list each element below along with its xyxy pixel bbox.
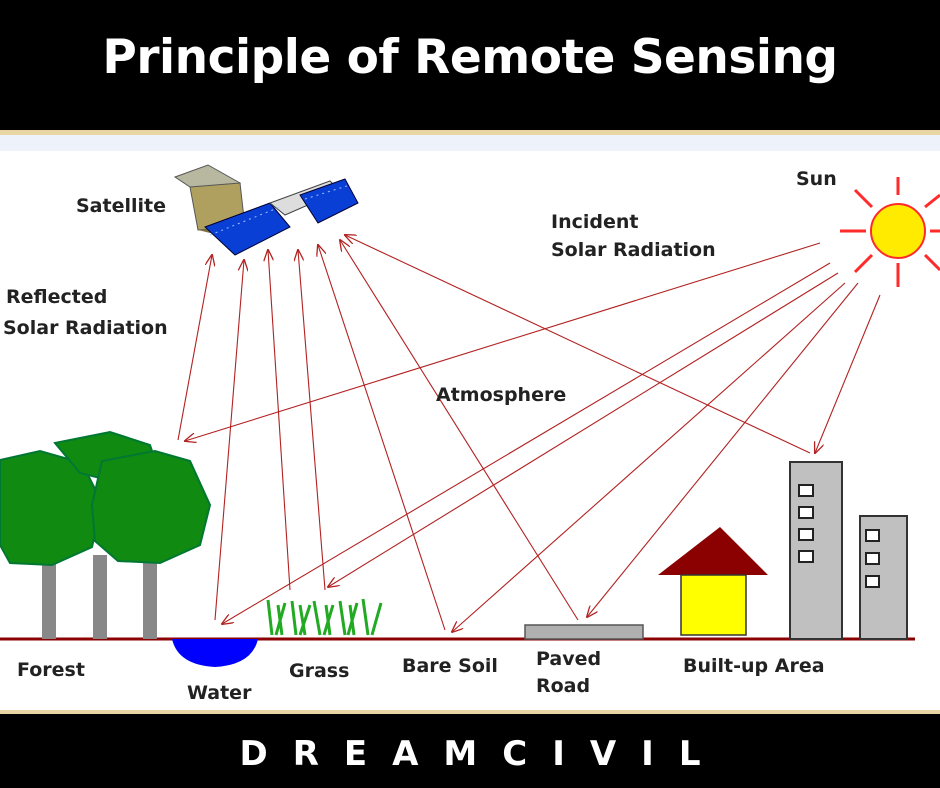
bare-soil-label: Bare Soil: [402, 655, 498, 677]
reflected-label-line1: Reflected: [6, 286, 107, 308]
sky-band: [0, 135, 940, 151]
footer-bar: DREAMCIVIL: [0, 714, 940, 788]
house-icon: [658, 527, 768, 636]
sun-icon: [840, 177, 940, 287]
paved-road-label-line2: Road: [536, 675, 590, 697]
grass-label: Grass: [289, 660, 349, 682]
header-divider: [0, 130, 940, 135]
incident-label-line2: Solar Radiation: [551, 239, 716, 261]
grass-icon: [266, 598, 383, 636]
header-bar: Principle of Remote Sensing: [0, 0, 940, 130]
footer-divider: [0, 710, 940, 714]
short-building-icon: [859, 515, 908, 640]
brand-wordmark: DREAMCIVIL: [239, 734, 726, 774]
satellite-icon: [173, 164, 359, 256]
paved-road-label-line1: Paved: [536, 648, 601, 670]
builtup-area-label: Built-up Area: [683, 655, 825, 677]
remote-sensing-diagram: Satellite Sun Incident Solar Radiation R…: [0, 135, 940, 710]
paved-road-icon: [524, 624, 644, 640]
satellite-label: Satellite: [76, 195, 166, 217]
sun-label: Sun: [796, 168, 837, 190]
forest-icon: [0, 430, 212, 639]
forest-label: Forest: [17, 659, 85, 681]
reflected-label-line2: Solar Radiation: [3, 317, 168, 339]
page-title: Principle of Remote Sensing: [102, 30, 838, 85]
atmosphere-label: Atmosphere: [436, 384, 566, 406]
incident-label-line1: Incident: [551, 211, 638, 233]
reflected-rays: [177, 235, 811, 631]
diagram-canvas: Satellite Sun Incident Solar Radiation R…: [0, 135, 940, 704]
water-icon: [172, 639, 258, 667]
tall-building-icon: [789, 461, 843, 640]
water-label: Water: [187, 682, 252, 704]
